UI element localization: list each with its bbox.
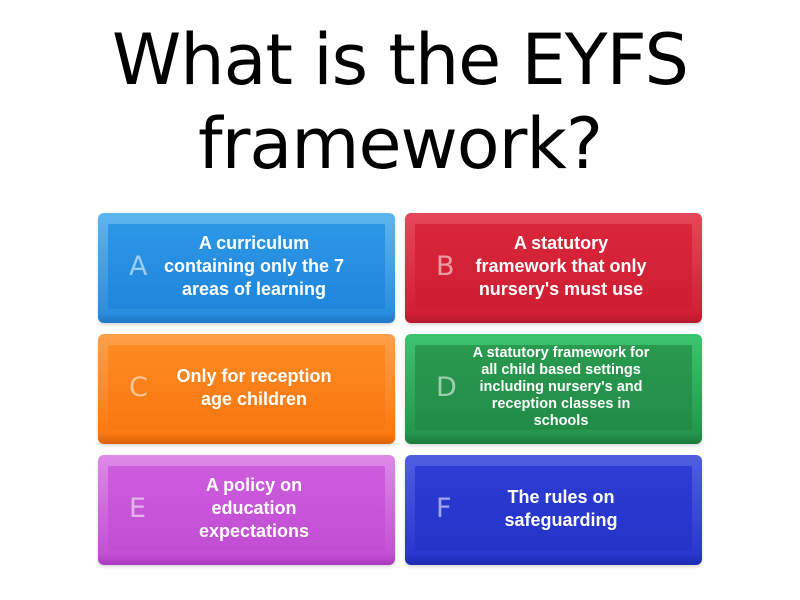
answer-letter: E — [129, 493, 147, 524]
answer-letter: F — [436, 493, 452, 524]
answer-a-button[interactable]: A A curriculum containing only the 7 are… — [98, 213, 395, 323]
answer-e-face: E A policy on education expectations — [108, 466, 385, 551]
answer-c-face: C Only for reception age children — [108, 345, 385, 430]
answer-c-button[interactable]: C Only for reception age children — [98, 334, 395, 444]
answer-text: A statutory framework for all child base… — [472, 345, 650, 429]
answer-f-button[interactable]: F The rules on safeguarding — [405, 455, 702, 565]
answer-text: The rules on safeguarding — [504, 486, 618, 530]
answer-text: Only for reception age children — [176, 365, 332, 409]
answer-text: A policy on education expectations — [198, 475, 310, 541]
answer-e-button[interactable]: E A policy on education expectations — [98, 455, 395, 565]
answer-letter: D — [436, 372, 457, 403]
answer-b-face: B A statutory framework that only nurser… — [415, 224, 692, 309]
answer-a-face: A A curriculum containing only the 7 are… — [108, 224, 385, 309]
answer-letter: C — [129, 372, 148, 403]
answer-f-face: F The rules on safeguarding — [415, 466, 692, 551]
answer-b-button[interactable]: B A statutory framework that only nurser… — [405, 213, 702, 323]
answer-d-face: D A statutory framework for all child ba… — [415, 345, 692, 430]
question-title: What is the EYFS framework? — [112, 19, 689, 185]
answer-text: A statutory framework that only nursery'… — [475, 233, 647, 299]
answer-d-button[interactable]: D A statutory framework for all child ba… — [405, 334, 702, 444]
answer-text: A curriculum containing only the 7 areas… — [163, 233, 344, 299]
answer-letter: B — [436, 251, 455, 282]
answer-letter: A — [129, 251, 148, 282]
